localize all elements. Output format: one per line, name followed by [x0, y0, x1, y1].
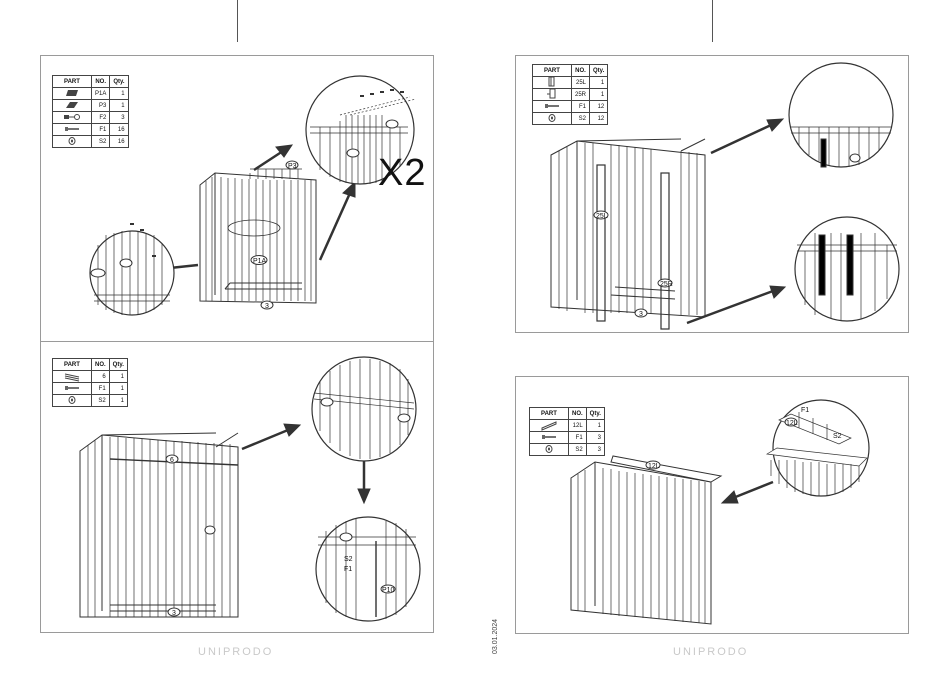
label-25l: 25L: [596, 213, 608, 220]
step3-drawing: 25L 25R 3: [515, 55, 909, 333]
label-p10: P10: [382, 587, 395, 594]
label-12l-detail: 12L: [786, 420, 798, 427]
label-base: 3: [265, 303, 269, 310]
label-f1: F1: [344, 566, 352, 573]
label-p1a: P1A: [253, 258, 267, 265]
step1-drawing: P3 P1A 3: [40, 55, 434, 342]
crop-mark-left: [237, 0, 238, 42]
label-base-2: 3: [172, 610, 176, 617]
label-12l: 12L: [648, 463, 660, 470]
label-p3-top: P3: [288, 163, 297, 170]
label-f1-detail: F1: [801, 407, 809, 414]
brand-logo-left: UNIPRODO: [198, 646, 273, 658]
label-25r: 25R: [660, 281, 673, 288]
step2-drawing: 6 3 S2 F1 P10: [40, 341, 434, 633]
date-stamp: 03.01.2024: [492, 619, 499, 654]
label-s2-detail: S2: [833, 433, 842, 440]
brand-logo-right: UNIPRODO: [673, 646, 748, 658]
multiplier-x2: X2: [378, 152, 426, 195]
label-beam: 6: [170, 457, 174, 464]
crop-mark-right: [712, 0, 713, 42]
label-base-3: 3: [639, 311, 643, 318]
step4-drawing: 12L 12L F1 S2: [515, 376, 909, 634]
label-s2: S2: [344, 556, 353, 563]
